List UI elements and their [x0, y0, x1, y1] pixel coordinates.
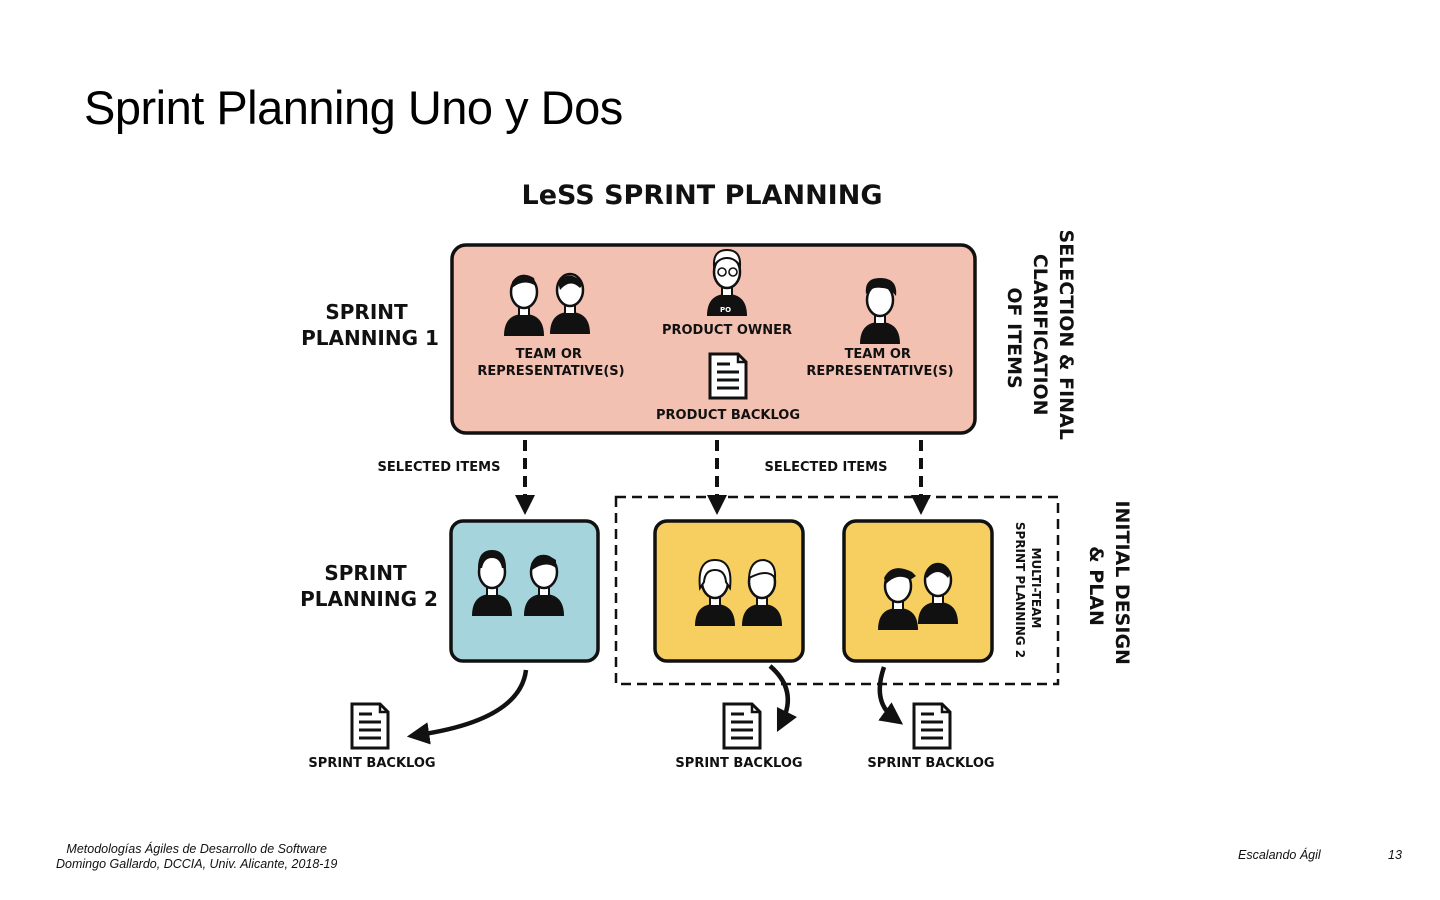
- footer-course: Metodologías Ágiles de Desarrollo de Sof…: [66, 842, 327, 856]
- multi-team-dashed-area: [614, 495, 1060, 686]
- sprint-planning-1-label: SPRINT PLANNING 1: [301, 300, 439, 350]
- team-left-label: TEAM OR REPRESENTATIVE(S): [477, 347, 624, 379]
- backlog-arrow-2: [768, 664, 798, 733]
- footer-section: Escalando Ágil: [1238, 848, 1321, 862]
- slide-title: Sprint Planning Uno y Dos: [84, 81, 623, 134]
- product-backlog-label: PRODUCT BACKLOG: [656, 408, 800, 423]
- footer-credits: Metodologías Ágiles de Desarrollo de Sof…: [56, 842, 337, 872]
- product-owner-label: PRODUCT OWNER: [662, 323, 792, 338]
- team-yellow-1-person-icon: [693, 558, 737, 628]
- team-blue-person-icon: [470, 550, 514, 618]
- footer-author: Domingo Gallardo, DCCIA, Univ. Alicante,…: [56, 857, 338, 871]
- sprint-backlog-2-label: SPRINT BACKLOG: [675, 756, 802, 771]
- backlog-arrow-1: [406, 669, 529, 745]
- selected-items-left-label: SELECTED ITEMS: [378, 460, 501, 475]
- team-right-label: TEAM OR REPRESENTATIVE(S): [806, 347, 953, 379]
- sprint-planning-2-label: SPRINT PLANNING 2: [300, 561, 438, 611]
- diagram-heading: LeSS SPRINT PLANNING: [522, 180, 883, 211]
- selected-items-right-label: SELECTED ITEMS: [765, 460, 888, 475]
- multi-team-label: MULTI-TEAM SPRINT PLANNING 2: [1013, 522, 1043, 658]
- team-blue-person-icon: [522, 554, 566, 618]
- selection-clarification-label: SELECTION & FINAL CLARIFICATION OF ITEMS: [1003, 230, 1077, 447]
- po-badge: PO: [720, 306, 731, 314]
- page-number: 13: [1388, 848, 1402, 862]
- sprint-backlog-document-icon: [350, 702, 390, 750]
- team-blue-box: [449, 519, 600, 663]
- product-backlog-document-icon: [708, 352, 748, 400]
- sprint-backlog-document-icon: [912, 702, 952, 750]
- team-yellow-box-2: [842, 519, 994, 663]
- sprint-backlog-3-label: SPRINT BACKLOG: [867, 756, 994, 771]
- product-owner-icon: PO: [705, 248, 749, 318]
- team-yellow-2-person-icon: [916, 562, 960, 626]
- team-left-person-icon: [502, 274, 546, 338]
- team-right-person-icon: [858, 278, 902, 346]
- backlog-arrow-3: [877, 666, 904, 725]
- team-yellow-box-1: [653, 519, 805, 663]
- initial-design-label: INITIAL DESIGN & PLAN: [1085, 500, 1133, 671]
- sprint-backlog-1-label: SPRINT BACKLOG: [308, 756, 435, 771]
- team-left-person-icon: [548, 272, 592, 336]
- sprint-backlog-document-icon: [722, 702, 762, 750]
- team-yellow-2-person-icon: [876, 568, 920, 632]
- team-yellow-1-person-icon: [740, 558, 784, 628]
